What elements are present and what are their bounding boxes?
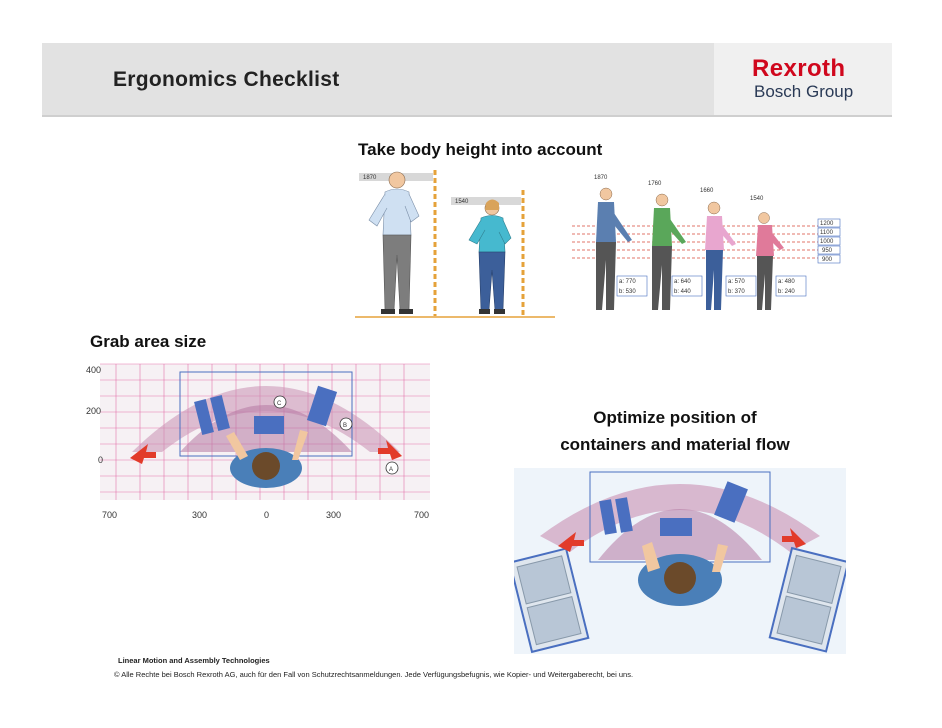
red-arrow-icon bbox=[558, 532, 584, 552]
red-arrow-icon bbox=[782, 528, 806, 548]
short-woman-figure bbox=[468, 199, 512, 314]
worker-2-figure bbox=[652, 193, 686, 310]
grab-area-heading: Grab area size bbox=[90, 332, 207, 351]
y-tick-400: 400 bbox=[86, 365, 101, 375]
container-right bbox=[768, 546, 846, 653]
opt-part-left-2 bbox=[615, 497, 633, 533]
distance-box-4: a: 480 b: 240 bbox=[775, 275, 807, 297]
x-tick-300-right: 300 bbox=[326, 510, 341, 520]
footer-copyright: © Alle Rechte bei Bosch Rexroth AG, auch… bbox=[114, 670, 634, 679]
y-tick-0: 0 bbox=[98, 455, 103, 465]
distance-box-1: a: 770 b: 530 bbox=[616, 275, 648, 297]
worker-topview bbox=[226, 430, 308, 488]
tall-man-figure bbox=[368, 171, 420, 314]
level-label-1100: 1100 bbox=[820, 230, 834, 236]
header-divider bbox=[42, 115, 892, 117]
zone-label-c: C bbox=[277, 401, 282, 407]
zone-label-a: A bbox=[389, 467, 393, 473]
optimize-heading-line1: Optimize position of bbox=[593, 408, 757, 427]
distance-b-2: b: 440 bbox=[674, 289, 691, 295]
worker-3-figure bbox=[705, 201, 736, 310]
red-arrow-icon bbox=[130, 444, 156, 464]
part-box-left-1 bbox=[194, 399, 214, 435]
zone-marker-b bbox=[339, 417, 353, 431]
container-left bbox=[514, 547, 590, 654]
level-label-1200: 1200 bbox=[820, 221, 834, 227]
red-arrow-icon bbox=[378, 440, 402, 460]
optimized-containers-illustration bbox=[514, 468, 846, 654]
part-box-left-2 bbox=[210, 395, 230, 431]
x-tick-300-left: 300 bbox=[192, 510, 207, 520]
optimize-heading: Optimize position of containers and mate… bbox=[520, 404, 830, 458]
logo-main-text: Rexroth bbox=[752, 55, 846, 82]
body-height-heading: Take body height into account bbox=[358, 140, 603, 159]
height-label-tall: 1870 bbox=[363, 175, 377, 181]
distance-a-1: a: 770 bbox=[619, 279, 636, 285]
level-label-1000: 1000 bbox=[820, 239, 834, 245]
distance-a-3: a: 570 bbox=[728, 279, 745, 285]
grab-area-illustration: C B A 400 200 0 700 300 0 300 700 bbox=[86, 363, 430, 520]
x-tick-0: 0 bbox=[264, 510, 269, 520]
reach-height-2: 1760 bbox=[648, 181, 662, 187]
distance-b-4: b: 240 bbox=[778, 289, 795, 295]
part-box-right bbox=[306, 385, 338, 427]
body-height-illustration: 1870 1540 bbox=[355, 170, 555, 318]
distance-b-3: b: 370 bbox=[728, 289, 745, 295]
x-tick-700-right: 700 bbox=[414, 510, 429, 520]
height-label-short: 1540 bbox=[455, 199, 469, 205]
header-logo-area bbox=[714, 43, 892, 115]
part-box-center bbox=[254, 416, 284, 434]
zone-label-b: B bbox=[343, 423, 347, 429]
distance-box-2: a: 640 b: 440 bbox=[671, 275, 703, 297]
reach-distance-illustration: 1870 1760 1660 1540 1200 1100 1000 950 9… bbox=[572, 175, 841, 310]
distance-a-2: a: 640 bbox=[674, 279, 691, 285]
opt-worker-topview bbox=[638, 542, 728, 606]
rexroth-logo: Rexroth Bosch Group bbox=[752, 56, 872, 102]
worker-1-figure bbox=[596, 187, 632, 310]
optimize-heading-line2: containers and material flow bbox=[560, 435, 790, 454]
distance-a-4: a: 480 bbox=[778, 279, 795, 285]
y-tick-200: 200 bbox=[86, 406, 101, 416]
logo-sub-text: Bosch Group bbox=[754, 82, 854, 101]
table-level-labels: 1200 1100 1000 950 900 bbox=[817, 218, 841, 264]
zone-marker-c bbox=[273, 395, 287, 409]
level-label-900: 900 bbox=[822, 257, 833, 263]
distance-b-1: b: 530 bbox=[619, 289, 636, 295]
reach-height-4: 1540 bbox=[750, 196, 764, 202]
height-bar-short bbox=[451, 197, 521, 205]
reach-height-3: 1660 bbox=[700, 188, 714, 194]
level-label-950: 950 bbox=[822, 248, 833, 254]
page-title: Ergonomics Checklist bbox=[113, 68, 340, 91]
opt-part-center bbox=[660, 518, 692, 536]
opt-part-left-1 bbox=[599, 499, 617, 535]
worker-4-figure bbox=[756, 212, 784, 310]
x-tick-700-left: 700 bbox=[102, 510, 117, 520]
distance-box-3: a: 570 b: 370 bbox=[725, 275, 757, 297]
header-band bbox=[42, 43, 714, 115]
reach-height-1: 1870 bbox=[594, 175, 608, 181]
zone-marker-a bbox=[385, 461, 399, 475]
footer-title: Linear Motion and Assembly Technologies bbox=[118, 656, 270, 665]
opt-part-right bbox=[714, 481, 748, 523]
